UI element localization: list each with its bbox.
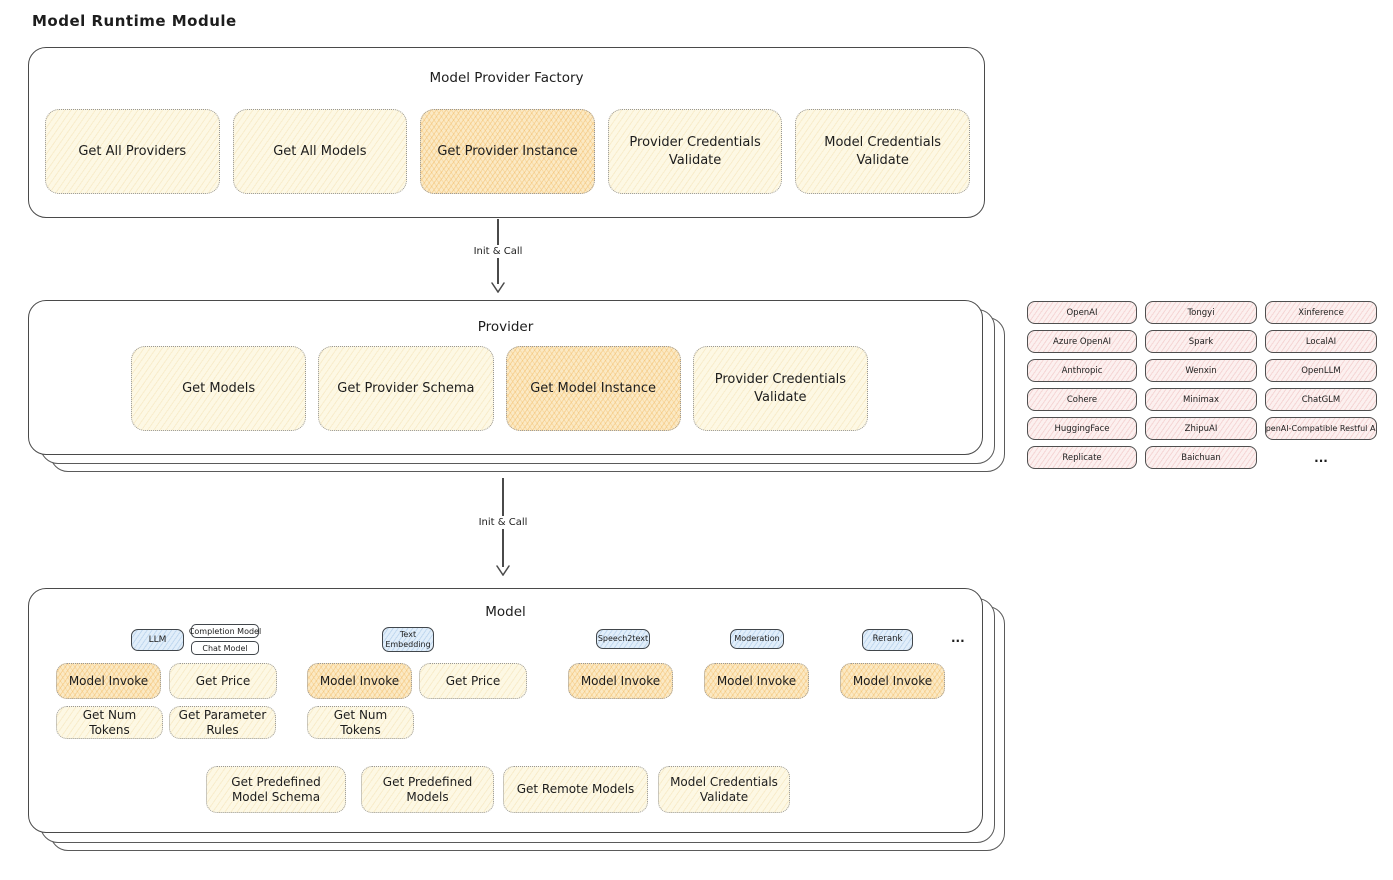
provider-chip-wenxin: Wenxin (1145, 359, 1257, 382)
text-embedding-get-num-tokens-button: Get Num Tokens (307, 706, 414, 739)
llm-get-num-tokens-button: Get Num Tokens (56, 706, 163, 739)
provider-chip-azure-openai: Azure OpenAI (1027, 330, 1137, 353)
provider-chip-baichuan: Baichuan (1145, 446, 1257, 469)
chat-model-chip: Chat Model (191, 641, 259, 655)
text-embedding-type-chip: Text Embedding (382, 627, 434, 652)
model-title: Model (485, 604, 526, 620)
get-all-providers-button: Get All Providers (45, 109, 220, 194)
speech2text-model-invoke-button: Model Invoke (568, 663, 673, 699)
provider-chip-xinference: Xinference (1265, 301, 1377, 324)
model-box: Model LLM Completion Model Chat Model Te… (28, 588, 983, 833)
provider-credentials-validate-button: Provider Credentials Validate (607, 109, 783, 194)
arrow-head-icon (496, 565, 510, 576)
provider-chip-localai: LocalAI (1265, 330, 1377, 353)
provider-chip-replicate: Replicate (1027, 446, 1137, 469)
provider-chip-zhipuai: ZhipuAI (1145, 417, 1257, 440)
llm-get-parameter-rules-button: Get Parameter Rules (169, 706, 276, 739)
init-call-arrow-2: Init & Call (473, 478, 533, 576)
provider-buttons-row: Get Models Get Provider Schema Get Model… (131, 346, 868, 431)
get-provider-schema-button: Get Provider Schema (318, 346, 494, 431)
llm-get-price-button: Get Price (169, 663, 277, 699)
get-provider-instance-button: Get Provider Instance (420, 109, 595, 194)
provider-list-ellipsis: ... (1314, 450, 1328, 465)
rerank-type-chip: Rerank (862, 629, 913, 651)
get-remote-models-button: Get Remote Models (503, 766, 648, 813)
init-call-label-2: Init & Call (478, 517, 528, 528)
init-call-label-1: Init & Call (473, 246, 523, 257)
model-credentials-validate-button: Model Credentials Validate (795, 109, 970, 194)
speech2text-type-chip: Speech2text (596, 629, 650, 649)
factory-title: Model Provider Factory (429, 70, 584, 86)
init-call-arrow-1: Init & Call (468, 219, 528, 293)
provider-box: Provider Get Models Get Provider Schema … (28, 300, 983, 455)
provider-chip-openai-compatible-restful-api: OpenAI-Compatible Restful API (1265, 417, 1377, 440)
get-predefined-models-button: Get Predefined Models (361, 766, 494, 813)
provider-chip-anthropic: Anthropic (1027, 359, 1137, 382)
llm-type-chip: LLM (131, 629, 184, 651)
arrow-line (497, 219, 499, 245)
model-types-ellipsis: ... (951, 631, 965, 645)
provider-chip-cohere: Cohere (1027, 388, 1137, 411)
provider-chip-tongyi: Tongyi (1145, 301, 1257, 324)
provider-chip-huggingface: HuggingFace (1027, 417, 1137, 440)
completion-model-chip: Completion Model (189, 624, 261, 638)
text-embedding-get-price-button: Get Price (419, 663, 527, 699)
provider-chip-chatglm: ChatGLM (1265, 388, 1377, 411)
moderation-model-invoke-button: Model Invoke (704, 663, 809, 699)
factory-box: Model Provider Factory Get All Providers… (28, 47, 985, 218)
model-credentials-validate-button-2: Model Credentials Validate (658, 766, 790, 813)
provider-chip-openai: OpenAI (1027, 301, 1137, 324)
moderation-type-chip: Moderation (730, 629, 784, 649)
factory-buttons-row: Get All Providers Get All Models Get Pro… (45, 109, 970, 194)
get-predefined-model-schema-button: Get Predefined Model Schema (206, 766, 346, 813)
rerank-model-invoke-button: Model Invoke (840, 663, 945, 699)
arrow-line (502, 529, 504, 567)
arrow-line (497, 258, 499, 284)
llm-model-invoke-button: Model Invoke (56, 663, 161, 699)
text-embedding-model-invoke-button: Model Invoke (307, 663, 412, 699)
arrow-head-icon (491, 282, 505, 293)
arrow-line (502, 478, 504, 516)
provider-chip-spark: Spark (1145, 330, 1257, 353)
get-models-button: Get Models (131, 346, 307, 431)
provider-credentials-validate-button-2: Provider Credentials Validate (692, 346, 868, 431)
page-title: Model Runtime Module (32, 12, 237, 30)
get-model-instance-button: Get Model Instance (505, 346, 681, 431)
get-all-models-button: Get All Models (232, 109, 408, 194)
provider-title: Provider (477, 319, 534, 335)
provider-chip-minimax: Minimax (1145, 388, 1257, 411)
provider-chip-openllm: OpenLLM (1265, 359, 1377, 382)
provider-name-grid: OpenAI Tongyi Xinference Azure OpenAI Sp… (1027, 301, 1377, 469)
